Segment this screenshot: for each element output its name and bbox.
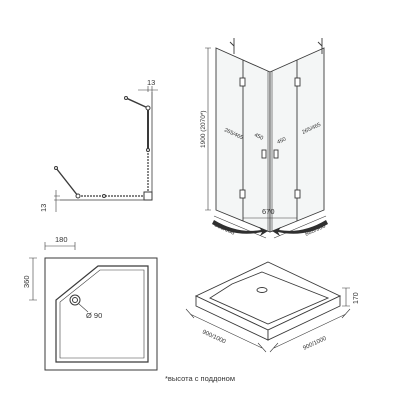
elevation-hinge	[294, 189, 301, 199]
tray-plan-dim-x	[44, 242, 76, 250]
top-view-door-open-right	[125, 97, 149, 109]
tray-iso-width-right-label: 900/1000	[302, 336, 328, 352]
elevation-swing-arrows	[212, 220, 328, 236]
top-view-hinge	[146, 148, 150, 152]
swing-arrow-right	[272, 220, 328, 236]
tray-plan-view	[29, 242, 158, 371]
elevation-hinge	[239, 189, 246, 199]
tray-plan-drain-label: Ø 90	[86, 311, 102, 320]
elevation-width-dim-left	[213, 215, 267, 239]
top-view-dim-bottom	[54, 190, 60, 212]
top-view-dim-right-label: 13	[147, 78, 155, 87]
tray-iso-width-dim-right	[269, 308, 351, 353]
top-view-corner-bracket	[143, 191, 153, 201]
elevation-corner-post	[267, 71, 273, 232]
elevation-width-dim-right	[273, 215, 327, 239]
top-view-hinge	[54, 166, 58, 170]
elevation-width-left-label: 888/988	[213, 222, 236, 237]
top-view-hinge	[75, 193, 81, 199]
tray-plan-drain-leader	[78, 303, 89, 313]
elevation-handle	[273, 149, 279, 159]
top-view-hinge	[145, 105, 151, 111]
elevation-opening-label: 670	[262, 207, 275, 216]
elevation-height-label: 1900 (2070*)	[200, 110, 207, 148]
tray-iso-width-left-label: 900/1000	[201, 329, 227, 345]
elevation-door-right-label: 450	[276, 136, 287, 145]
tray-iso-height-dim	[342, 287, 350, 307]
top-view-hinge	[102, 194, 106, 198]
top-view-hinge	[124, 96, 128, 100]
tray-plan-basin-inner	[59, 269, 145, 359]
tray-plan-basin	[55, 265, 149, 363]
elevation-hinge	[294, 77, 301, 87]
elevation-top-bracket-left	[229, 38, 235, 54]
elevation-hinge	[239, 77, 246, 87]
top-view-dim-bottom-label: 13	[39, 204, 48, 212]
tray-plan-drain	[69, 294, 81, 306]
tray-iso-view	[185, 261, 351, 353]
elevation-door-left-label: 450	[253, 132, 264, 141]
tray-iso-height-label: 170	[353, 292, 360, 304]
tray-plan-drain-inner	[72, 297, 78, 303]
footnote: *высота с поддоном	[164, 374, 236, 383]
top-view-door-open-left	[55, 167, 79, 197]
elevation-view	[205, 38, 327, 239]
swing-arrow-left	[212, 220, 268, 236]
tray-plan-outline	[44, 257, 158, 371]
tray-plan-dim-y-label: 360	[22, 275, 31, 288]
elevation-handle	[261, 149, 267, 159]
tray-iso-drain	[256, 287, 268, 293]
elevation-height-dim	[205, 47, 211, 211]
tray-plan-dim-x-label: 180	[55, 235, 68, 244]
elevation-top-bracket-right	[317, 38, 323, 54]
tray-iso-side-right	[267, 295, 341, 341]
tray-iso-width-dim-left	[185, 308, 267, 353]
tray-plan-dim-y	[29, 257, 37, 301]
top-view	[54, 86, 158, 212]
top-view-dim-right	[138, 86, 158, 92]
tray-iso-basin	[209, 271, 330, 325]
